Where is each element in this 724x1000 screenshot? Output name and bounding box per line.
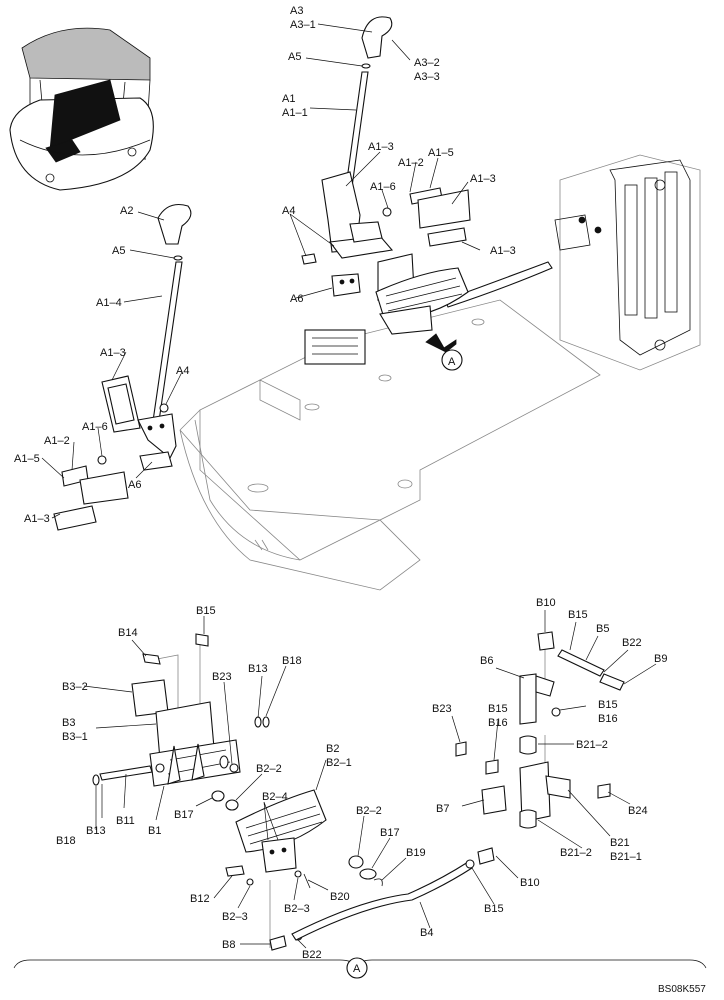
label-b2-3-b: B2–3 xyxy=(284,903,310,915)
label-a4-top: A4 xyxy=(282,205,295,217)
lever-a1-left xyxy=(53,203,192,531)
floor-plate xyxy=(179,299,601,591)
label-b16-a: B16 xyxy=(598,713,618,725)
label-b2-1: B2–1 xyxy=(326,757,352,769)
label-a1-6-b: A1–6 xyxy=(82,421,108,433)
label-a1-5-a: A1–5 xyxy=(428,147,454,159)
view-a-label-top: A xyxy=(448,356,456,368)
pilot-valve-boot-top xyxy=(304,253,469,365)
label-a6-left: A6 xyxy=(128,479,141,491)
label-b21: B21 xyxy=(610,837,630,849)
label-b15-c: B15 xyxy=(598,699,618,711)
view-a-bracket-bottom xyxy=(13,957,707,979)
label-b2-2-b: B2–2 xyxy=(356,805,382,817)
label-b16-b: B16 xyxy=(488,717,508,729)
control-valve xyxy=(554,154,701,371)
label-b12: B12 xyxy=(190,893,210,905)
label-b8: B8 xyxy=(222,939,235,951)
label-b2-3-a: B2–3 xyxy=(222,911,248,923)
label-b21-2-a: B21–2 xyxy=(576,739,608,751)
label-a3-3: A3–3 xyxy=(414,71,440,83)
leader-lines xyxy=(41,23,657,949)
view-a-label-bottom: A xyxy=(353,963,361,975)
right-cluster-b6-b21 xyxy=(455,631,625,869)
label-a1-5-b: A1–5 xyxy=(14,453,40,465)
rod-b4 xyxy=(291,861,473,941)
label-b19: B19 xyxy=(406,847,426,859)
label-b24: B24 xyxy=(628,805,648,817)
label-a3-1: A3–1 xyxy=(290,19,316,31)
label-b10-a: B10 xyxy=(536,597,556,609)
label-b1: B1 xyxy=(148,825,161,837)
view-a-arrow-top xyxy=(425,333,463,371)
drawing-code: BS08K557 xyxy=(658,984,706,995)
label-a1-3-c: A1–3 xyxy=(490,245,516,257)
label-a1-2-a: A1–2 xyxy=(398,157,424,169)
label-b15-b: B15 xyxy=(568,609,588,621)
label-a1-1: A1–1 xyxy=(282,107,308,119)
label-b4: B4 xyxy=(420,927,433,939)
label-b17-a: B17 xyxy=(174,809,194,821)
label-a1-3-a: A1–3 xyxy=(368,141,394,153)
label-b5: B5 xyxy=(596,623,609,635)
label-a6-top: A6 xyxy=(290,293,303,305)
labels: A3 A3–1 A3–2 A3–3 A5 A1 A1–1 A1–3 A1–2 A… xyxy=(14,5,706,995)
label-a1-2-b: A1–2 xyxy=(44,435,70,447)
label-a5-top: A5 xyxy=(288,51,301,63)
label-b18-b: B18 xyxy=(56,835,76,847)
linkage-rod-top xyxy=(444,261,553,308)
label-b14: B14 xyxy=(118,627,138,639)
label-b13-a: B13 xyxy=(248,663,268,675)
label-a3-2: A3–2 xyxy=(414,57,440,69)
bracket-assembly-b1 xyxy=(92,633,270,802)
label-b22-b: B22 xyxy=(622,637,642,649)
label-b18-a: B18 xyxy=(282,655,302,667)
label-b2-4: B2–4 xyxy=(262,791,288,803)
label-b15-d: B15 xyxy=(488,703,508,715)
label-a1-6-a: A1–6 xyxy=(370,181,396,193)
label-b15-e: B15 xyxy=(484,903,504,915)
label-b21-1: B21–1 xyxy=(610,851,642,863)
label-b9: B9 xyxy=(654,653,667,665)
label-b3: B3 xyxy=(62,717,75,729)
label-b23-b: B23 xyxy=(432,703,452,715)
label-a2: A2 xyxy=(120,205,133,217)
label-a1: A1 xyxy=(282,93,295,105)
label-b3-1: B3–1 xyxy=(62,731,88,743)
label-b17-b: B17 xyxy=(380,827,400,839)
label-b6: B6 xyxy=(480,655,493,667)
label-a1-4: A1–4 xyxy=(96,297,122,309)
label-b3-2: B3–2 xyxy=(62,681,88,693)
label-a3: A3 xyxy=(290,5,303,17)
label-b21-2-b: B21–2 xyxy=(560,847,592,859)
label-a4-left: A4 xyxy=(176,365,189,377)
label-b15-a: B15 xyxy=(196,605,216,617)
label-b11: B11 xyxy=(116,815,135,827)
label-a1-3-d: A1–3 xyxy=(100,347,126,359)
cab-location-thumbnail xyxy=(9,27,154,191)
label-b2-2-a: B2–2 xyxy=(256,763,282,775)
label-b7: B7 xyxy=(436,803,449,815)
label-b13-b: B13 xyxy=(86,825,106,837)
label-b22-a: B22 xyxy=(302,949,322,961)
label-a5-left: A5 xyxy=(112,245,125,257)
label-b10-b: B10 xyxy=(520,877,540,889)
label-a1-3-e: A1–3 xyxy=(24,513,50,525)
label-b23-a: B23 xyxy=(212,671,232,683)
label-a1-3-b: A1–3 xyxy=(470,173,496,185)
label-b20: B20 xyxy=(330,891,350,903)
lever-a1-right xyxy=(301,16,471,297)
label-b2: B2 xyxy=(326,743,339,755)
